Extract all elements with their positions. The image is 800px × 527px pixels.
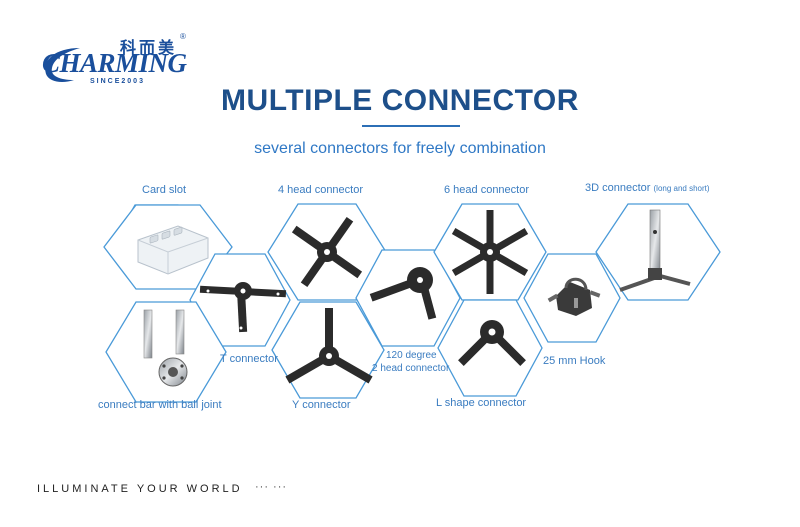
3d-connector-icon — [619, 209, 691, 292]
label-hook: 25 mm Hook — [543, 355, 606, 367]
footer-dots: ··· ··· — [255, 481, 288, 493]
hex-ball-joint — [105, 301, 227, 403]
page-title: MULTIPLE CONNECTOR — [221, 84, 579, 117]
hex-120-degree — [355, 249, 461, 347]
label-y-connector: Y connector — [292, 399, 351, 411]
hex-hook — [523, 253, 621, 343]
logo-swoosh-icon — [45, 48, 80, 82]
hex-3d-connector — [595, 203, 721, 301]
logo-chinese-name: 科而美 — [120, 40, 178, 57]
page-subtitle: several connectors for freely combinatio… — [254, 140, 546, 157]
6-head-connector-icon — [451, 210, 529, 294]
t-connector-icon — [199, 282, 287, 333]
hex-card-slot — [103, 204, 233, 290]
label-ball-joint: connect bar with ball joint — [98, 399, 222, 411]
label-3d-connector-note: (long and short) — [653, 184, 710, 193]
label-120-degree-line2: 2 head connector — [372, 363, 450, 374]
label-120-degree-line1: 120 degree — [386, 350, 437, 361]
120-degree-connector-icon — [369, 267, 437, 320]
hex-t-connector — [189, 253, 291, 347]
hex-4-head — [267, 203, 387, 301]
card-slot-icon — [137, 225, 209, 275]
logo-registered-mark: ® — [180, 32, 186, 41]
title-underline — [362, 125, 460, 127]
y-connector-icon — [285, 308, 373, 384]
brand-logo: 科而美 ® CHARMING SINCE2003 — [40, 32, 200, 94]
footer-tagline: ILLUMINATE YOUR WORLD — [37, 483, 243, 495]
label-3d-connector: 3D connector (long and short) — [585, 182, 710, 194]
hex-6-head — [433, 203, 547, 301]
hex-l-shape — [437, 299, 543, 397]
ball-joint-icon — [143, 309, 188, 387]
label-t-connector: T connector — [220, 353, 278, 365]
logo-since: SINCE2003 — [90, 78, 145, 85]
label-card-slot: Card slot — [142, 184, 187, 196]
l-shape-connector-icon — [458, 320, 526, 366]
label-3d-connector-text: 3D connector — [585, 182, 651, 194]
label-6-head-connector: 6 head connector — [444, 184, 530, 196]
label-l-shape-connector: L shape connector — [436, 397, 527, 409]
label-4-head-connector: 4 head connector — [278, 184, 364, 196]
hook-icon — [547, 277, 601, 316]
4-head-connector-icon — [291, 216, 363, 288]
hex-y-connector — [271, 301, 385, 399]
logo-brand-name: CHARMING — [42, 48, 187, 78]
